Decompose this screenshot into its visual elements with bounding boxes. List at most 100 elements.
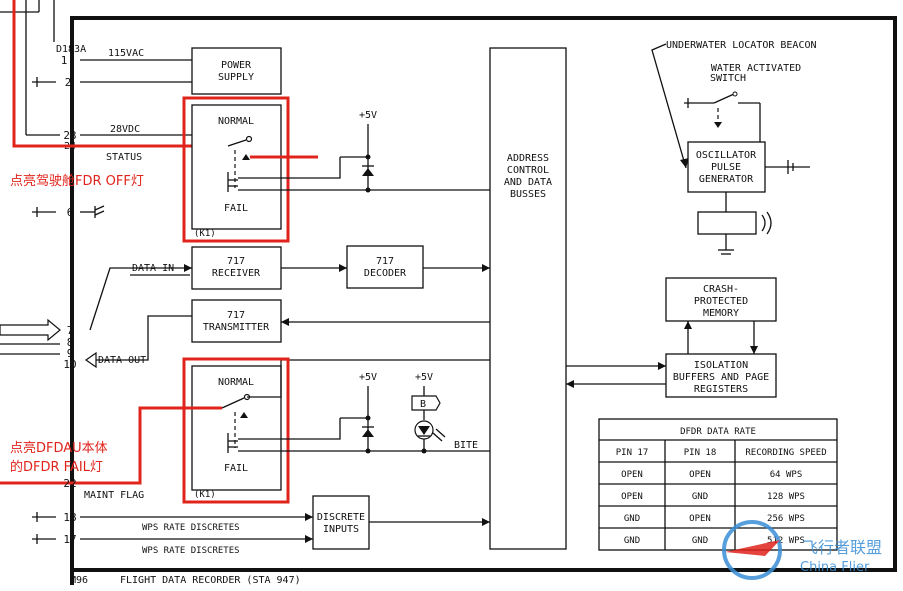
oscillator-line2: PULSE — [711, 162, 741, 173]
rate-cell-3-2: 512 WPS — [767, 536, 805, 546]
rate-cell-0-2: 64 WPS — [770, 470, 803, 480]
led-diode — [418, 426, 430, 435]
rate-table-title: DFDR DATA RATE — [680, 427, 756, 437]
crash-memory-line2: PROTECTED — [694, 296, 748, 307]
arrow-bus-tx — [281, 318, 289, 326]
pin-17: 17 — [63, 533, 76, 546]
rate-table-head-1: PIN 17 — [616, 448, 649, 458]
rate-cell-3-1: GND — [692, 536, 708, 546]
diode-lower — [362, 429, 374, 437]
label-28vdc: 28VDC — [110, 124, 140, 135]
annotation-cockpit: 点亮驾驶舱FDR OFF灯 — [10, 173, 144, 189]
pin-6: 6 — [67, 206, 74, 219]
arrow-data-in — [184, 264, 192, 272]
crash-memory-line1: CRASH- — [703, 284, 739, 295]
relay-upper-k1: (K1) — [194, 229, 216, 239]
relay-lower-k1: (K1) — [194, 490, 216, 500]
relay-lower-arrow — [240, 412, 248, 418]
relay-lower-normal: NORMAL — [218, 377, 254, 388]
beacon-leader — [651, 43, 687, 169]
crash-memory-box — [665, 277, 777, 322]
arrow-isolation-bus — [566, 380, 574, 388]
label-status: STATUS — [106, 152, 142, 163]
diode-upper — [362, 168, 374, 176]
watermark-logo: 飞行者联盟 China Flier — [722, 520, 882, 580]
crash-memory-line3: MEMORY — [703, 308, 739, 319]
transducer-box — [697, 211, 757, 235]
relay-upper-contact — [245, 135, 253, 143]
rate-cell-2-1: OPEN — [689, 514, 711, 524]
relay-upper-switch — [227, 139, 247, 147]
receiver-line1: 717 — [227, 256, 245, 267]
label-maint-flag: MAINT FLAG — [84, 490, 144, 501]
b-connector — [411, 395, 441, 411]
label-wps-1: WPS RATE DISCRETES — [142, 523, 240, 533]
discrete-line1: DISCRETE — [317, 512, 365, 523]
bus-line4: BUSSES — [510, 189, 546, 200]
label-data-in: DATA IN — [132, 263, 174, 274]
watermark-plane-icon — [725, 540, 780, 556]
rate-cell-2-2: 256 WPS — [767, 514, 805, 524]
annotation-unit-line1: 点亮DFDAU本体 — [10, 440, 108, 456]
highlight-status-wire — [12, 0, 228, 148]
label-data-out: DATA OUT — [98, 355, 146, 366]
wire-lower-coil — [238, 418, 341, 440]
power-supply-box — [191, 47, 282, 95]
rate-cell-0-0: OPEN — [621, 470, 643, 480]
watermark-cn: 飞行者联盟 — [802, 538, 882, 557]
chassis-symbol-6c — [94, 210, 105, 216]
wire-upper-coil — [238, 157, 341, 179]
watermark-en: China Flier — [800, 560, 870, 575]
relay-lower-box — [191, 365, 282, 491]
rate-cell-1-0: OPEN — [621, 492, 643, 502]
bus-arrow-in — [0, 318, 61, 342]
isolation-line3: REGISTERS — [694, 384, 748, 395]
plus5v-lower: +5V — [359, 372, 377, 383]
pin-8: 8 — [67, 336, 74, 349]
pin-18: 18 — [63, 511, 76, 524]
sound-wave-1 — [761, 214, 766, 232]
arrow-bus-isolation — [658, 362, 666, 370]
label-bite: BITE — [454, 440, 478, 451]
unit-frame — [70, 16, 897, 585]
power-supply-line2: SUPPLY — [218, 72, 254, 83]
arrow-discrete-bus — [482, 518, 490, 526]
rate-table: DFDR DATA RATE PIN 17 PIN 18 RECORDING S… — [598, 418, 838, 551]
highlight-upper-relay — [182, 96, 290, 243]
led-ray-1 — [432, 432, 443, 442]
switch-link-arrow — [714, 122, 722, 128]
pin-23: 23 — [63, 129, 76, 142]
decoder-line1: 717 — [376, 256, 394, 267]
pin-1: 1 — [61, 54, 68, 67]
transmitter-line1: 717 — [227, 310, 245, 321]
rate-cell-0-1: OPEN — [689, 470, 711, 480]
arrow-rx-decoder — [339, 264, 347, 272]
decoder-box — [346, 245, 424, 289]
beacon-leader-arrow — [680, 158, 689, 168]
arrow-pin-18 — [305, 513, 313, 521]
pin-7: 7 — [67, 324, 74, 337]
relay-upper-arrow — [242, 154, 250, 160]
arrow-data-out — [84, 351, 97, 369]
relay-lower-switch — [221, 397, 245, 409]
highlight-lower-relay — [182, 357, 290, 504]
relay-upper-box — [191, 104, 282, 230]
arrow-to-isolation — [750, 346, 758, 354]
relay-upper-normal: NORMAL — [218, 116, 254, 127]
wire-lower-relay-bus — [247, 359, 490, 398]
isolation-line2: BUFFERS AND PAGE — [673, 372, 769, 383]
b-label: B — [420, 399, 426, 410]
isolation-box — [665, 353, 777, 398]
rate-table-head-3: RECORDING SPEED — [745, 448, 826, 458]
beacon-switch-contact — [732, 91, 738, 97]
led-ray-2 — [435, 428, 446, 438]
pin-22: 22 — [63, 477, 76, 490]
chassis-symbol-6b — [94, 205, 105, 211]
pin-2: 2 — [65, 76, 72, 89]
label-115vac: 115VAC — [108, 48, 144, 59]
watermark-ring — [722, 520, 782, 580]
footer-title: FLIGHT DATA RECORDER (STA 947) — [120, 575, 301, 586]
relay-lower-fail: FAIL — [224, 463, 248, 474]
transmitter-box — [191, 299, 282, 343]
